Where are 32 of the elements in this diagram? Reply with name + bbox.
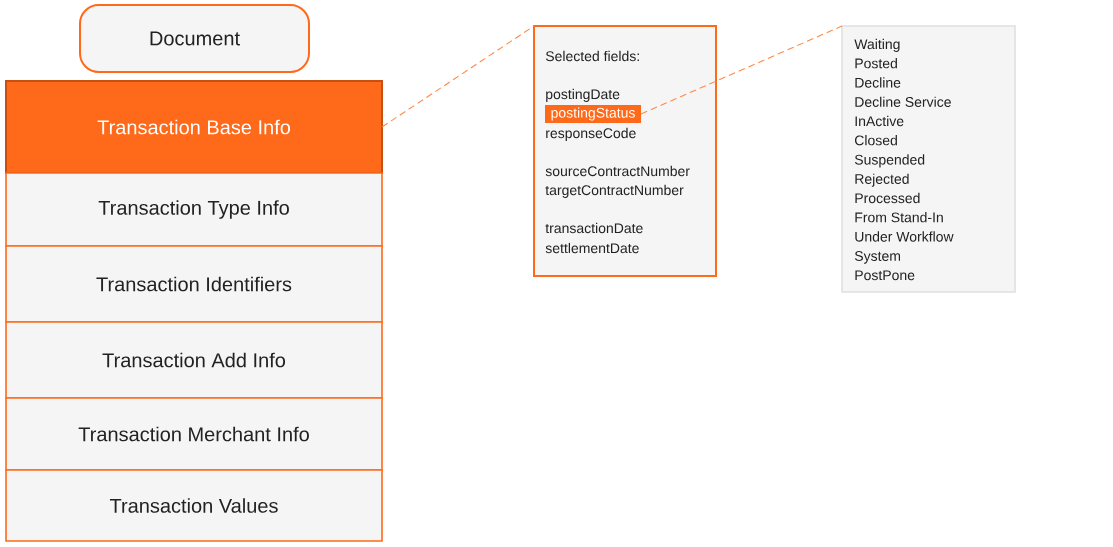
list-item: InActive — [855, 115, 904, 127]
section-box: Transaction Add Info — [5, 321, 383, 399]
list-item: sourceContractNumber — [545, 165, 690, 177]
list-item: System — [854, 251, 900, 264]
list-item: PostPone — [855, 270, 915, 281]
dashed-line — [640, 25, 843, 115]
section-box: Transaction Values — [5, 469, 383, 542]
panel — [841, 25, 1016, 293]
list-item: responseCode — [546, 127, 636, 141]
list-item: targetContractNumber — [545, 184, 684, 198]
list-item: postingDate — [546, 88, 620, 102]
list-item: Decline — [855, 77, 901, 88]
list-item: Selected fields: — [545, 50, 639, 62]
list-item: Rejected — [855, 173, 909, 187]
panel — [533, 25, 717, 277]
rounded-box: Document — [79, 4, 310, 73]
list-item: settlementDate — [545, 242, 639, 254]
list-item: Processed — [855, 192, 920, 204]
section-box: Transaction Type Info — [5, 172, 383, 247]
list-item: Waiting — [854, 38, 900, 52]
list-item: Posted — [855, 58, 897, 69]
list-item: transactionDate — [545, 222, 643, 234]
list-item: Suspended — [854, 154, 925, 168]
section-box: Transaction Identifiers — [5, 245, 383, 323]
section-box: Transaction Merchant Info — [5, 397, 383, 471]
list-item: Under Workflow — [855, 231, 954, 242]
list-item: From Stand-In — [855, 212, 943, 223]
highlighted-field: postingStatus — [545, 105, 641, 123]
list-item: Decline Service — [855, 96, 951, 107]
section-box: Transaction Base Info — [5, 80, 383, 174]
dashed-line — [381, 25, 535, 128]
list-item: Closed — [855, 135, 897, 146]
